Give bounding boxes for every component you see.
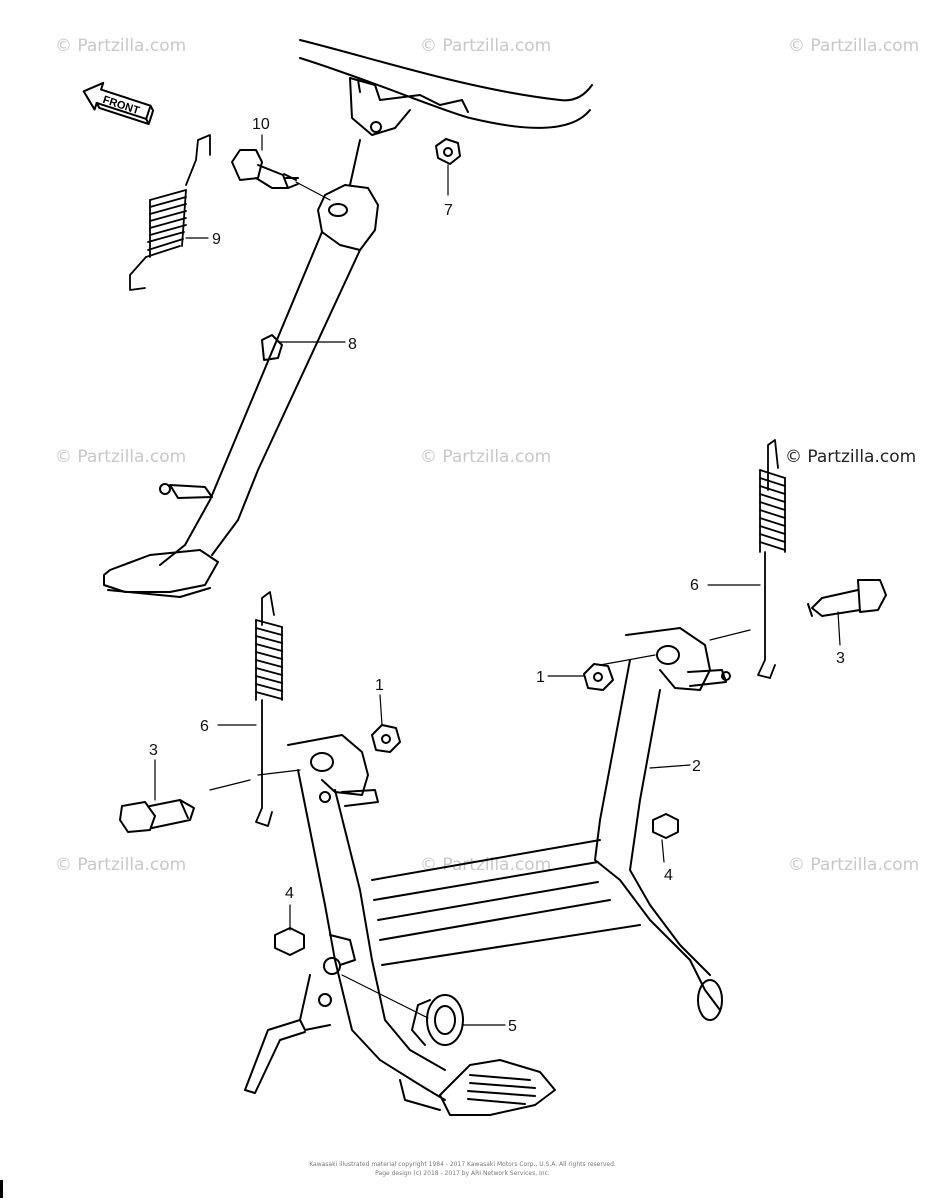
callout-9: 9	[212, 231, 221, 248]
watermark: © Partzilla.com	[55, 36, 187, 56]
callout-2: 2	[692, 758, 701, 775]
callout-10: 10	[252, 116, 270, 133]
callout-4-right: 4	[664, 867, 673, 884]
spring-6-right	[757, 439, 786, 679]
nut-1-right	[583, 663, 614, 691]
nut-1-left	[371, 724, 401, 753]
callout-6-left: 6	[200, 718, 209, 735]
watermark: © Partzilla.com	[788, 855, 920, 875]
callout-6-right: 6	[690, 577, 699, 594]
frame-tube	[299, 39, 593, 136]
watermark: © Partzilla.com	[788, 36, 920, 56]
watermark: © Partzilla.com	[55, 447, 187, 467]
main-stand-2	[244, 627, 731, 1116]
roller-5	[411, 994, 464, 1046]
callout-1-left: 1	[375, 677, 384, 694]
callout-5: 5	[508, 1018, 517, 1035]
callout-4-left: 4	[285, 885, 294, 902]
watermark: © Partzilla.com	[420, 855, 552, 875]
callout-8: 8	[348, 336, 357, 353]
copyright-line-2: Page design (c) 2018 - 2017 by ARI Netwo…	[375, 1170, 550, 1177]
side-stand-8	[103, 139, 379, 598]
watermark: © Partzilla.com	[420, 36, 552, 56]
callout-3-left: 3	[149, 742, 158, 759]
spring-6-left	[255, 591, 283, 827]
watermark-strong: © Partzilla.com	[785, 447, 917, 467]
leader-lines	[154, 134, 841, 1026]
copyright-line-1: Kawasaki illustrated material copyright …	[309, 1161, 616, 1168]
bolt-10	[231, 149, 299, 189]
callout-7: 7	[444, 202, 453, 219]
callout-3-right: 3	[836, 650, 845, 667]
callout-1-right: 1	[536, 669, 545, 686]
watermark: © Partzilla.com	[420, 447, 552, 467]
watermark: © Partzilla.com	[55, 855, 187, 875]
bolt-3-left	[119, 799, 195, 833]
edge-mark	[0, 1180, 3, 1198]
spring-9	[129, 134, 211, 291]
front-arrow-icon: FRONT	[82, 81, 155, 126]
bolt-3-right	[807, 579, 887, 617]
nut-7	[435, 138, 461, 165]
